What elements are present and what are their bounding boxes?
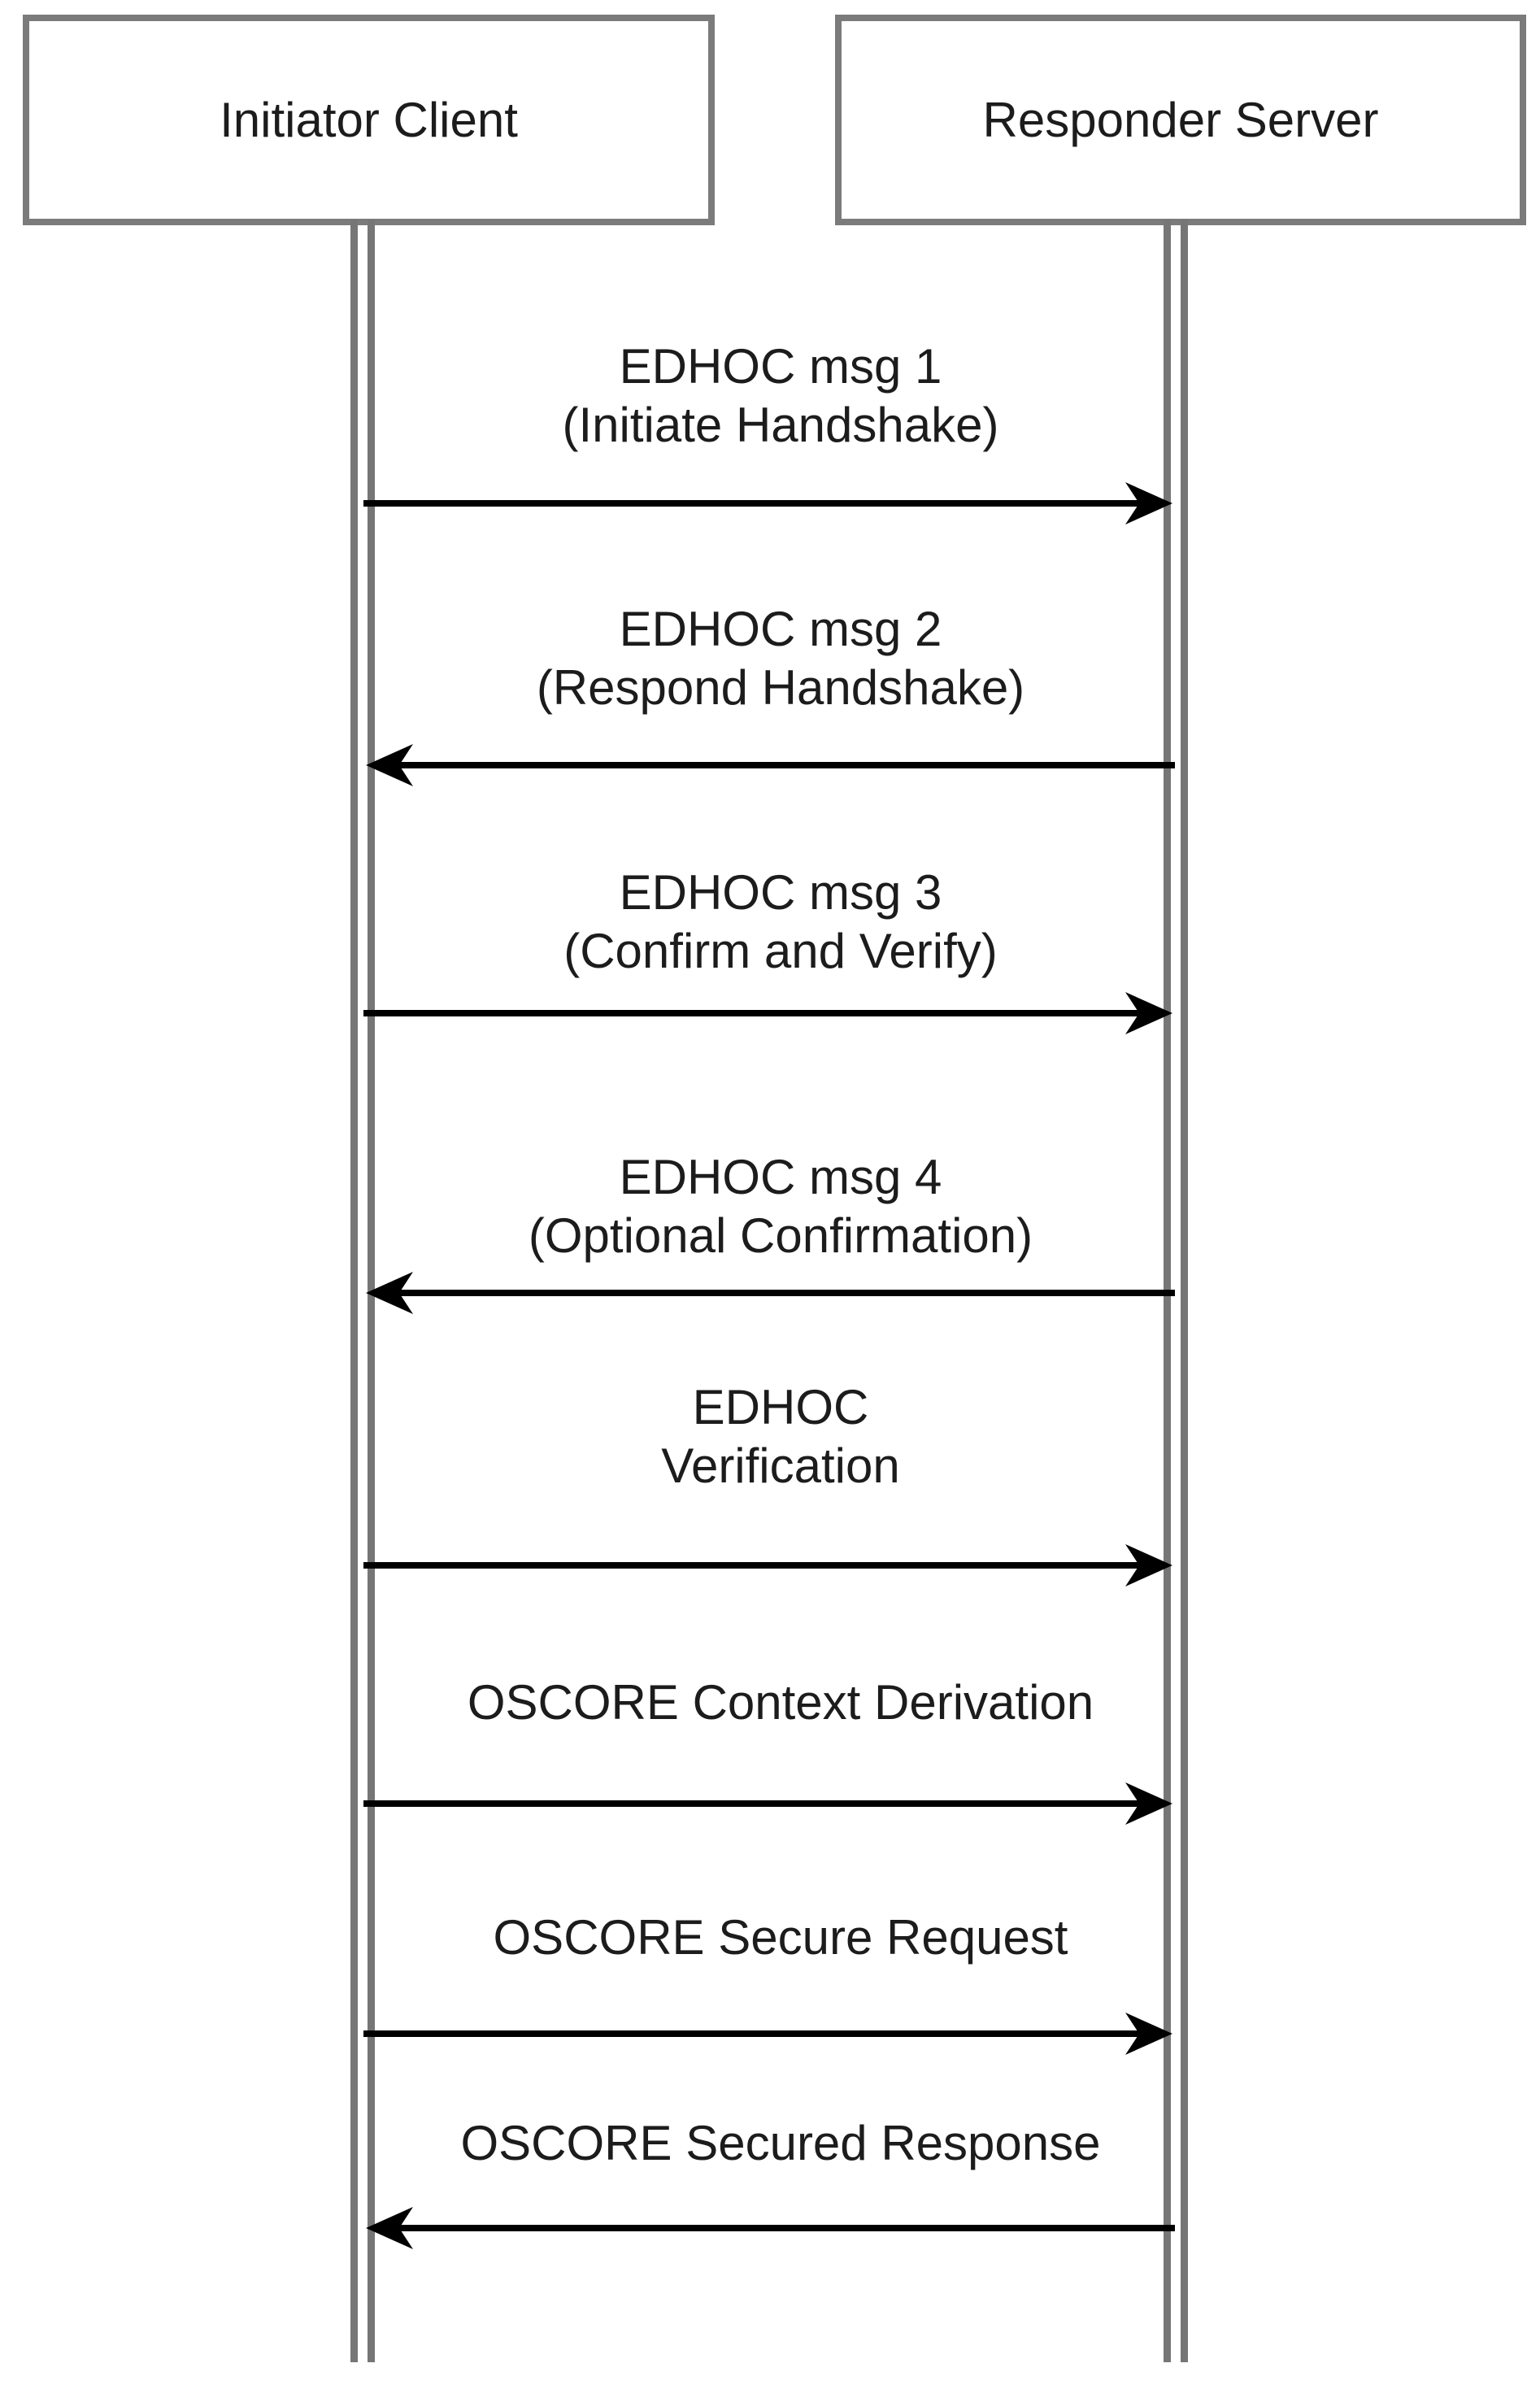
arrow-right-icon: [363, 482, 1172, 524]
lifeline-initiator-bar-left: [350, 220, 358, 2362]
message-label-line1: EDHOC msg 4: [619, 1150, 942, 1204]
message-label: EDHOC msg 3 (Confirm and Verify): [374, 864, 1187, 981]
actor-label-initiator-client: Initiator Client: [220, 92, 518, 147]
lifeline-responder-bar-right: [1181, 220, 1188, 2362]
actor-label-responder-server: Responder Server: [982, 92, 1379, 147]
message-label: EDHOC msg 1 (Initiate Handshake): [374, 337, 1187, 455]
message-label-line2: Verification: [661, 1438, 900, 1493]
actor-box-initiator-client: Initiator Client: [23, 15, 715, 225]
message-label-line1: OSCORE Context Derivation: [467, 1675, 1094, 1730]
arrow-right-icon: [363, 992, 1172, 1034]
arrow-left-icon: [366, 1272, 1175, 1314]
message-label-line2: (Respond Handshake): [536, 660, 1025, 715]
message-label-line1: EDHOC msg 3: [619, 865, 942, 920]
message-label-line2: (Initiate Handshake): [562, 398, 999, 452]
message-label-line1: OSCORE Secure Request: [493, 1910, 1068, 1965]
arrow-right-icon: [363, 1544, 1172, 1586]
message-label-line2: (Confirm and Verify): [563, 924, 998, 978]
arrow-right-icon: [363, 2013, 1172, 2055]
message-label-line1: EDHOC: [692, 1380, 869, 1434]
message-label-line1: EDHOC msg 1: [619, 339, 942, 394]
message-label: OSCORE Secure Request: [374, 1908, 1187, 1967]
actor-box-responder-server: Responder Server: [835, 15, 1526, 225]
arrow-left-icon: [366, 2207, 1175, 2249]
message-label: EDHOC msg 4 (Optional Confirmation): [374, 1148, 1187, 1265]
arrow-left-icon: [366, 744, 1175, 786]
arrow-right-icon: [363, 1782, 1172, 1825]
message-label: OSCORE Context Derivation: [374, 1673, 1187, 1732]
message-label-line1: EDHOC msg 2: [619, 602, 942, 656]
message-label: EDHOC Verification: [374, 1378, 1187, 1495]
message-label: EDHOC msg 2 (Respond Handshake): [374, 600, 1187, 717]
message-label-line2: (Optional Confirmation): [528, 1208, 1033, 1263]
message-label-line1: OSCORE Secured Response: [460, 2116, 1101, 2170]
message-label: OSCORE Secured Response: [374, 2114, 1187, 2173]
